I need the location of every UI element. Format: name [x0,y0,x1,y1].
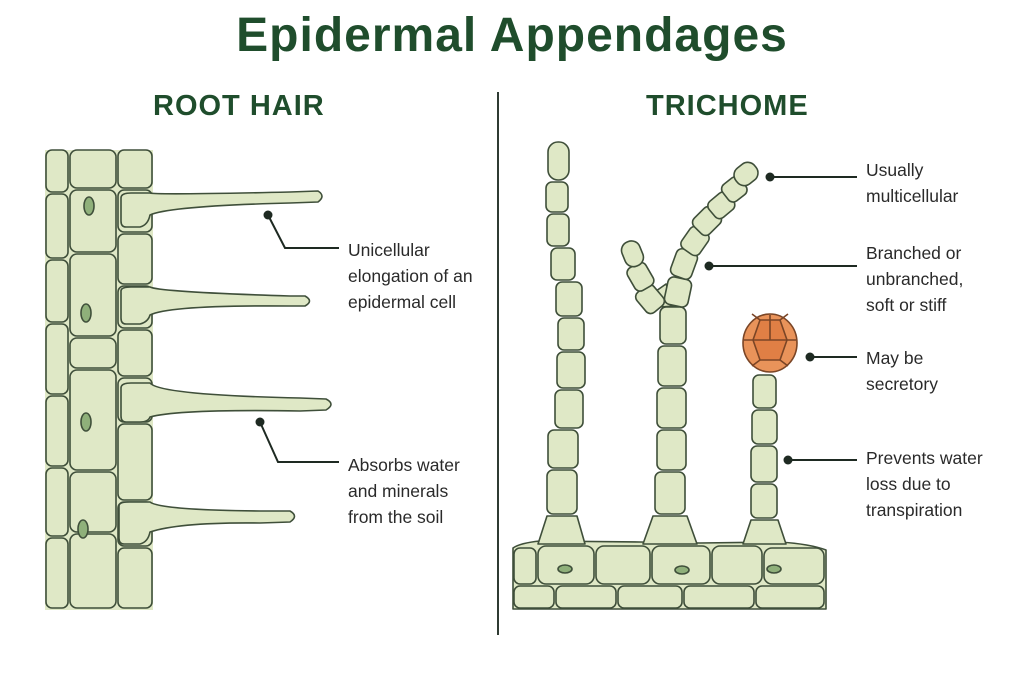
label-line: Usually [866,160,924,180]
label-line: elongation of an [348,266,473,286]
unbranched-trichome [537,141,586,545]
root-hair-heading: ROOT HAIR [153,90,325,122]
trichome-label-prevents: Prevents water loss due to transpiration [866,445,983,523]
label-line: transpiration [866,500,963,520]
trichome-label-branched: Branched or unbranched, soft or stiff [866,240,963,318]
root-tissue [45,149,153,610]
label-line: epidermal cell [348,292,456,312]
leader-lines [259,176,857,463]
root-hair-label-absorbs: Absorbs water and minerals from the soil [348,452,460,530]
label-line: May be [866,348,924,368]
nucleus-group [77,196,95,539]
root-hairs [118,190,332,545]
label-line: from the soil [348,507,444,527]
label-line: Absorbs water [348,455,460,475]
leader-dots [255,172,815,465]
trichome-heading: TRICHOME [646,90,809,122]
page-title: Epidermal Appendages [236,9,788,62]
nucleus-group [557,564,782,575]
label-line: loss due to [866,474,951,494]
root-hair-label-unicellular: Unicellular elongation of an epidermal c… [348,237,473,315]
section-divider [497,92,499,635]
label-line: Prevents water [866,448,983,468]
label-line: secretory [866,374,938,394]
label-line: soft or stiff [866,295,947,315]
label-line: Unicellular [348,240,430,260]
trichome-tissue [512,540,827,610]
trichome-label-multicellular: Usually multicellular [866,157,958,209]
branched-trichome [620,161,759,545]
label-line: Branched or [866,243,962,263]
label-line: unbranched, [866,269,964,289]
trichome-label-secretory: May be secretory [866,345,938,397]
label-line: and minerals [348,481,449,501]
label-line: multicellular [866,186,959,206]
glandular-trichome [742,313,798,545]
